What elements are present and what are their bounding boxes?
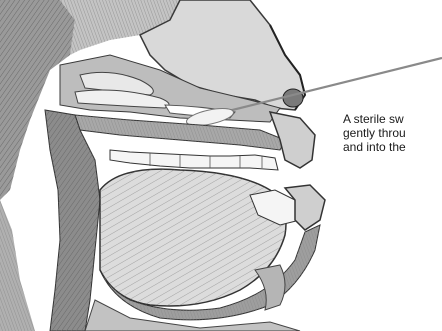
caption-line-2: gently throu [343, 126, 442, 140]
caption-line-1: A sterile sw [343, 112, 442, 126]
caption-line-3: and into the [343, 140, 442, 154]
pharynx [45, 110, 100, 331]
tongue [100, 169, 286, 306]
upper-teeth [110, 150, 278, 170]
caption-text: A sterile sw gently throu and into the [343, 112, 442, 154]
